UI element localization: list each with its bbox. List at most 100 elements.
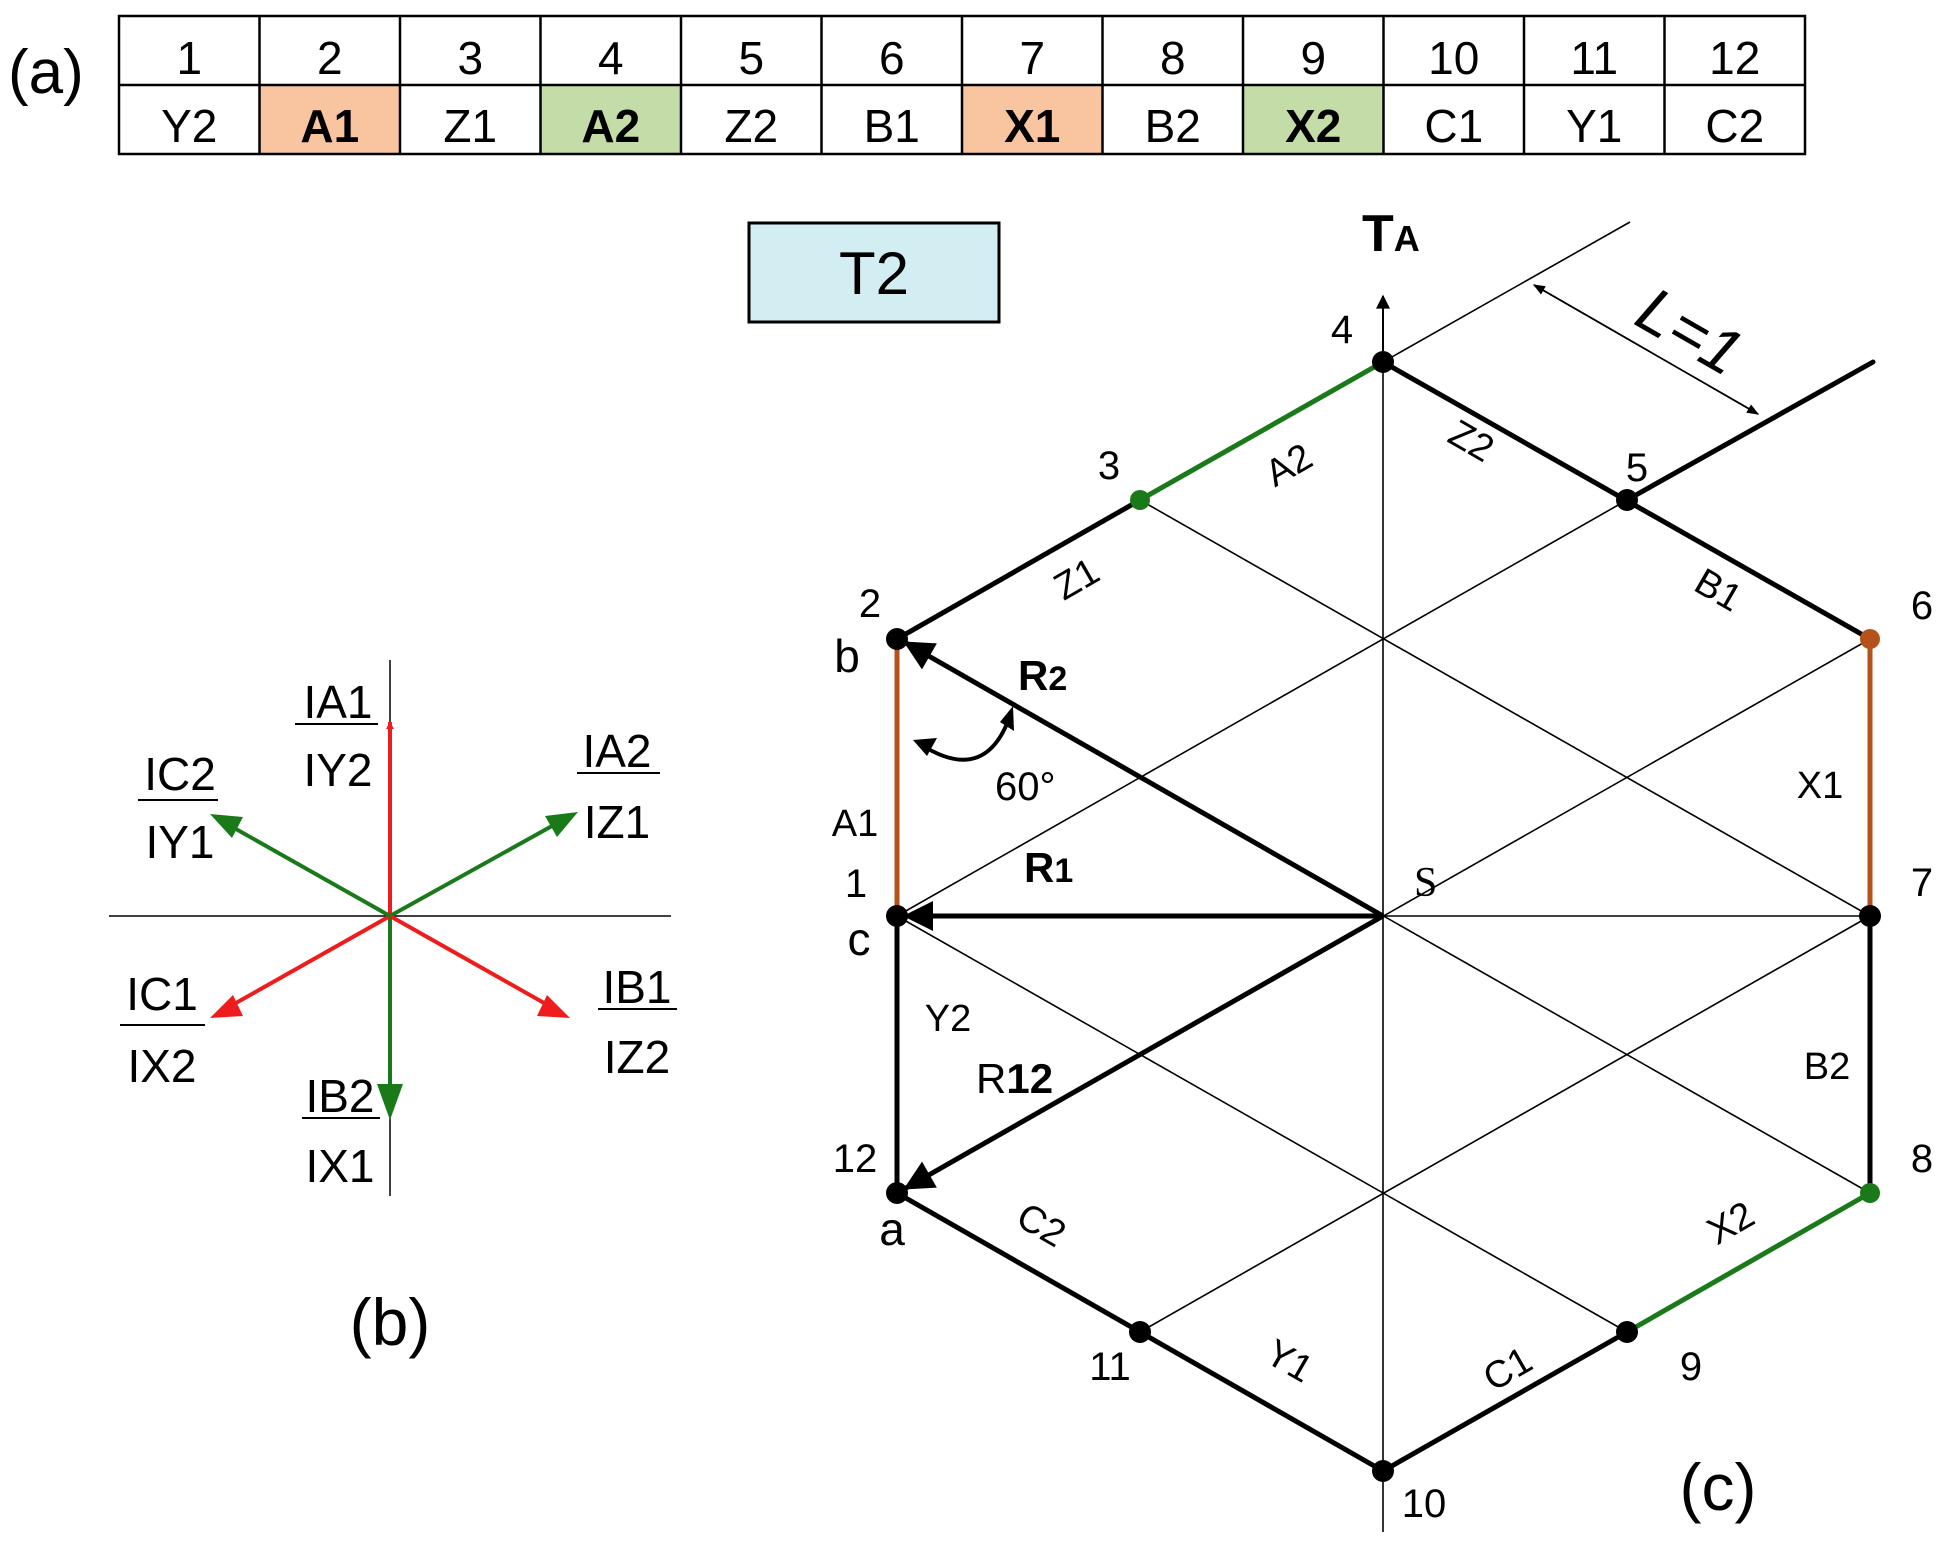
svg-text:IB2: IB2 — [305, 1070, 374, 1122]
r1-label: R1 — [1024, 844, 1073, 891]
t2-badge-text: T2 — [839, 240, 909, 307]
winding-table: (a) 1Y22A13Z14A25Z26B17X18B29X210C111Y11… — [8, 14, 1807, 156]
table-cell-bg — [1524, 85, 1665, 154]
phasor-ia1-label: IA1 IY2 — [295, 676, 378, 796]
terminal-a: a — [879, 1203, 905, 1255]
table-cell-bg — [1383, 85, 1524, 154]
svg-text:IX2: IX2 — [127, 1040, 196, 1092]
terminal-c: c — [848, 913, 871, 965]
segment-label-b2: B2 — [1804, 1046, 1850, 1088]
r12-vector — [903, 913, 1385, 1191]
node-7 — [1859, 905, 1881, 927]
node-number-8: 8 — [1911, 1137, 1933, 1181]
r2-label: R2 — [1018, 652, 1067, 699]
segment-labels: A1 Z1 A2 Z2 B1 X1 B2 X2 C1 Y1 C2 Y2 — [832, 412, 1850, 1400]
table-header-cell: 1 — [176, 32, 202, 84]
table-cell-bg — [259, 85, 400, 154]
dimension-extension-line — [1382, 221, 1631, 363]
phasor-ia2-label: IA2 IZ1 — [577, 725, 660, 848]
svg-text:IZ2: IZ2 — [604, 1031, 670, 1083]
angle-label: 60° — [995, 765, 1056, 809]
axis-ta-label: TA — [1362, 205, 1420, 263]
hexagon-nodes — [886, 351, 1881, 1482]
node-numbers: 1 2 3 4 5 6 7 8 9 10 11 12 — [833, 308, 1933, 1526]
r2-vector — [903, 640, 1385, 919]
table-cell-bg — [681, 85, 822, 154]
table-winding-cell: Y1 — [1566, 100, 1622, 152]
node-number-5: 5 — [1626, 446, 1648, 490]
table-header-cell: 5 — [738, 32, 764, 84]
svg-text:IA2: IA2 — [582, 725, 651, 777]
segment-label-c2: C2 — [1009, 1195, 1072, 1256]
table-header-cell: 3 — [457, 32, 483, 84]
node-4 — [1372, 351, 1394, 373]
svg-text:IY2: IY2 — [303, 744, 372, 796]
phasor-diagram: IA1 IY2 IA2 IZ1 IB1 IZ2 IB2 IX1 IC1 IX2 … — [109, 660, 677, 1359]
node-12 — [886, 1182, 908, 1204]
table-winding-cell: X1 — [1004, 100, 1060, 152]
segment-label-x1: X1 — [1797, 765, 1843, 807]
table-winding-cell: B2 — [1145, 100, 1201, 152]
table-winding-cell: C2 — [1705, 100, 1764, 152]
node-number-6: 6 — [1911, 584, 1933, 628]
segment-label-x2: X2 — [1700, 1194, 1761, 1254]
table-cell-bg — [1102, 85, 1243, 154]
svg-text:IA1: IA1 — [303, 676, 372, 728]
node-1 — [886, 905, 908, 927]
node-number-12: 12 — [833, 1137, 878, 1181]
table-winding-cell: Y2 — [161, 100, 217, 152]
table-header-cell: 2 — [317, 32, 343, 84]
table-cell-bg — [821, 85, 962, 154]
node-8 — [1860, 1183, 1880, 1203]
table-winding-cell: C1 — [1424, 100, 1483, 152]
table-winding-cell: Z2 — [724, 100, 778, 152]
table-cell-bg — [962, 85, 1103, 154]
angle-arc — [918, 715, 1012, 762]
phasor-ib1-label: IB1 IZ2 — [598, 961, 677, 1083]
phasor-ib2-label: IB2 IX1 — [302, 1070, 380, 1192]
table-winding-cell: X2 — [1285, 100, 1341, 152]
node-6 — [1860, 629, 1880, 649]
node-number-9: 9 — [1680, 1345, 1702, 1389]
table-winding-cell: A2 — [581, 100, 640, 152]
node-11 — [1129, 1321, 1151, 1343]
table-header-cell: 8 — [1160, 32, 1186, 84]
terminal-b: b — [834, 630, 860, 682]
segment-label-z1: Z1 — [1047, 550, 1106, 609]
phasor-ic2-arrow — [219, 818, 391, 918]
table-header-cell: 4 — [598, 32, 624, 84]
phasor-ic1-label: IC1 IX2 — [120, 968, 205, 1092]
table-header-cell: 11 — [1570, 32, 1618, 84]
terminal-labels: b c a — [834, 630, 905, 1255]
table-cell-bg — [1243, 85, 1384, 154]
node-number-3: 3 — [1098, 444, 1120, 488]
segment-label-c1: C1 — [1476, 1339, 1539, 1400]
table-header-cell: 12 — [1709, 32, 1760, 84]
phasor-ia2-arrow — [389, 814, 571, 918]
svg-text:IC2: IC2 — [144, 748, 216, 800]
svg-text:IC1: IC1 — [126, 968, 198, 1020]
panel-c-label: (c) — [1680, 1450, 1757, 1524]
table-cell-bg — [1664, 85, 1805, 154]
svg-text:IY1: IY1 — [145, 816, 214, 868]
node-10 — [1372, 1460, 1394, 1482]
panel-a-label: (a) — [8, 38, 84, 107]
node-3 — [1130, 490, 1150, 510]
table-header-cell: 7 — [1019, 32, 1045, 84]
table-winding-cell: A1 — [300, 100, 359, 152]
svg-text:IB1: IB1 — [602, 961, 671, 1013]
node-number-10: 10 — [1402, 1482, 1447, 1526]
phasor-ic1-arrow — [219, 914, 391, 1014]
table-header-cell: 9 — [1300, 32, 1326, 84]
svg-text:IZ1: IZ1 — [584, 796, 650, 848]
center-s-label: S — [1414, 860, 1437, 906]
node-9 — [1616, 1321, 1638, 1343]
phasor-ic2-label: IC2 IY1 — [138, 748, 218, 868]
node-5 — [1616, 489, 1638, 511]
table-header-cell: 6 — [879, 32, 905, 84]
node-number-7: 7 — [1911, 861, 1933, 905]
table-winding-cell: Z1 — [443, 100, 497, 152]
